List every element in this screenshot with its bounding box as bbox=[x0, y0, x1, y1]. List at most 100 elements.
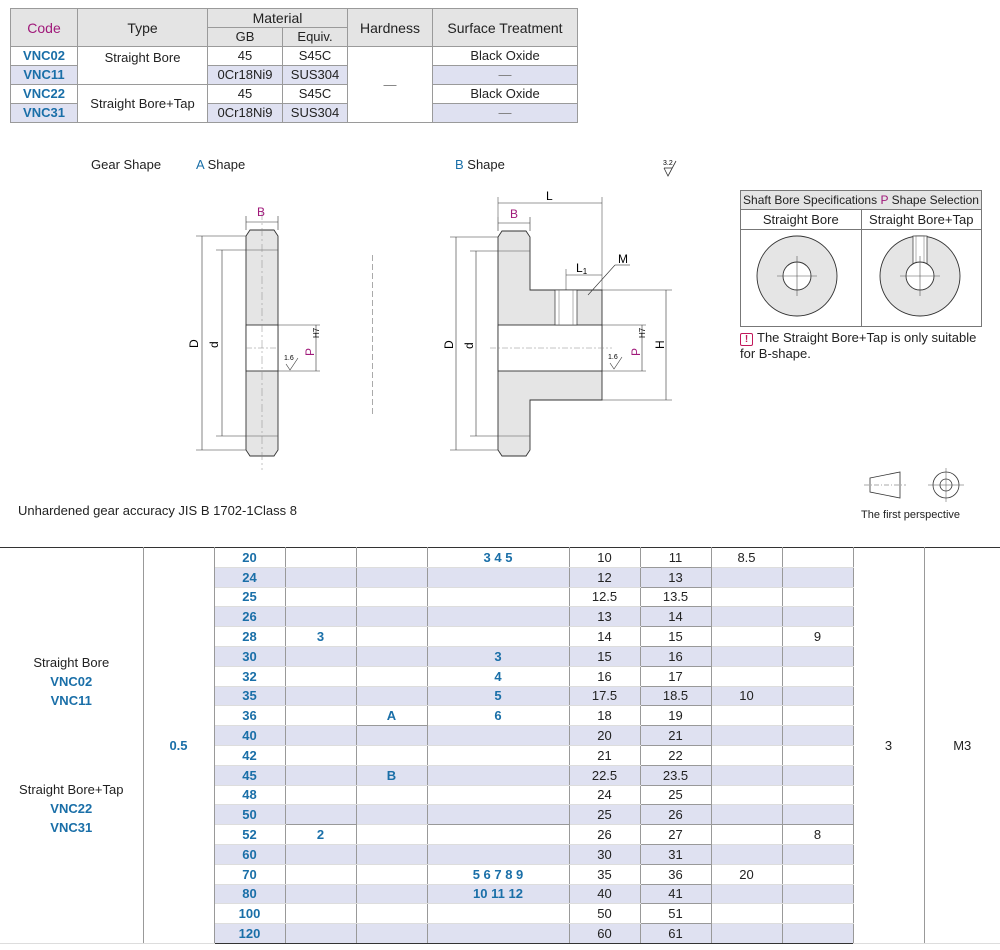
material-table: Code Type Material Hardness Surface Trea… bbox=[10, 8, 578, 123]
face-width-cell bbox=[285, 765, 357, 786]
pitch-d-cell: 50 bbox=[569, 903, 641, 925]
pitch-d-cell: 13 bbox=[569, 606, 641, 628]
screw-cell: M3 bbox=[924, 547, 1000, 944]
dim-D: D bbox=[187, 339, 201, 348]
shape-cell bbox=[356, 606, 428, 628]
pitch-d-cell: 15 bbox=[569, 646, 641, 667]
projection-symbol-icon bbox=[864, 468, 964, 502]
gb-cell: 0Cr18Ni9 bbox=[207, 103, 283, 123]
width-cell: 3 bbox=[853, 547, 925, 944]
pitch-d-cell: 40 bbox=[569, 884, 641, 905]
teeth-cell: 48 bbox=[214, 785, 286, 806]
pitch-d-cell: 25 bbox=[569, 804, 641, 826]
teeth-cell: 30 bbox=[214, 646, 286, 667]
dim-b: B bbox=[257, 205, 265, 219]
a-shape-caption: A Shape bbox=[196, 157, 245, 172]
outer-D-cell: 41 bbox=[640, 884, 712, 905]
length-L-cell: 9 bbox=[782, 626, 854, 647]
length-L-cell bbox=[782, 666, 854, 687]
hub-H-cell bbox=[711, 844, 783, 865]
teeth-cell: 24 bbox=[214, 567, 286, 588]
dim-M: M bbox=[618, 252, 628, 266]
straight-bore-figure bbox=[741, 230, 862, 326]
bore-p-cell bbox=[427, 903, 570, 925]
shape-cell bbox=[356, 824, 428, 845]
roughness-bore-a: 1.6 bbox=[284, 355, 294, 362]
pitch-d-cell: 16 bbox=[569, 666, 641, 687]
code-cell: VNC22 bbox=[10, 84, 78, 104]
face-width-cell bbox=[285, 923, 357, 944]
hub-H-cell bbox=[711, 666, 783, 687]
face-width-cell: 3 bbox=[285, 626, 357, 647]
b-shape-text: Shape bbox=[463, 157, 505, 172]
header-surface: Surface Treatment bbox=[432, 8, 578, 47]
equiv-cell: S45C bbox=[282, 46, 348, 66]
face-width-cell bbox=[285, 666, 357, 687]
surface-cell: — bbox=[432, 103, 578, 123]
outer-D-cell: 25 bbox=[640, 785, 712, 806]
warning-icon: ! bbox=[740, 333, 753, 346]
length-L-cell bbox=[782, 923, 854, 944]
pitch-d-cell: 22.5 bbox=[569, 765, 641, 786]
teeth-cell: 50 bbox=[214, 804, 286, 826]
bore-p-cell: 5 bbox=[427, 686, 570, 707]
outer-D-cell: 13.5 bbox=[640, 587, 712, 608]
gear-shape-caption: Gear Shape bbox=[91, 157, 162, 172]
dim-H7-b: H7 bbox=[638, 327, 647, 338]
teeth-cell: 70 bbox=[214, 864, 286, 885]
face-width-cell bbox=[285, 785, 357, 806]
hub-H-cell bbox=[711, 765, 783, 786]
bore-p-cell bbox=[427, 626, 570, 647]
face-width-cell bbox=[285, 745, 357, 766]
outer-D-cell: 13 bbox=[640, 567, 712, 588]
shape-cell bbox=[356, 626, 428, 647]
drawing-separator bbox=[372, 255, 373, 415]
bore-p-cell bbox=[427, 765, 570, 786]
type-straight: Straight Bore bbox=[33, 655, 110, 671]
teeth-cell: 36 bbox=[214, 705, 286, 727]
tap-warning: !The Straight Bore+Tap is only suitable … bbox=[740, 330, 985, 361]
type-cell: Straight Bore bbox=[77, 46, 208, 85]
shape-cell: B bbox=[356, 765, 428, 786]
equiv-cell: SUS304 bbox=[282, 103, 348, 123]
hub-H-cell: 8.5 bbox=[711, 547, 783, 568]
code-vnc11: VNC11 bbox=[50, 693, 92, 709]
shape-cell bbox=[356, 567, 428, 588]
face-width-cell bbox=[285, 844, 357, 865]
bore-p-cell: 6 bbox=[427, 705, 570, 727]
outer-D-cell: 22 bbox=[640, 745, 712, 766]
length-L-cell bbox=[782, 567, 854, 588]
header-gb: GB bbox=[207, 27, 283, 47]
hub-H-cell bbox=[711, 705, 783, 727]
gb-cell: 0Cr18Ni9 bbox=[207, 65, 283, 85]
pitch-d-cell: 24 bbox=[569, 785, 641, 806]
length-L-cell bbox=[782, 745, 854, 766]
b-letter: B bbox=[455, 157, 464, 172]
teeth-cell: 120 bbox=[214, 923, 286, 944]
shape-cell bbox=[356, 547, 428, 568]
hub-H-cell bbox=[711, 824, 783, 845]
code-cell: VNC11 bbox=[10, 65, 78, 85]
bore-p-cell bbox=[427, 606, 570, 628]
hub-H-cell bbox=[711, 785, 783, 806]
surface-cell: — bbox=[432, 65, 578, 85]
b-shape-drawing: B L L1 M D d P H7 H 1.6 bbox=[442, 189, 672, 457]
pitch-d-cell: 12 bbox=[569, 567, 641, 588]
dim-H7: H7 bbox=[312, 327, 321, 338]
length-L-cell bbox=[782, 705, 854, 727]
outer-D-cell: 31 bbox=[640, 844, 712, 865]
face-width-cell bbox=[285, 567, 357, 588]
hub-H-cell bbox=[711, 923, 783, 944]
pitch-d-cell: 21 bbox=[569, 745, 641, 766]
